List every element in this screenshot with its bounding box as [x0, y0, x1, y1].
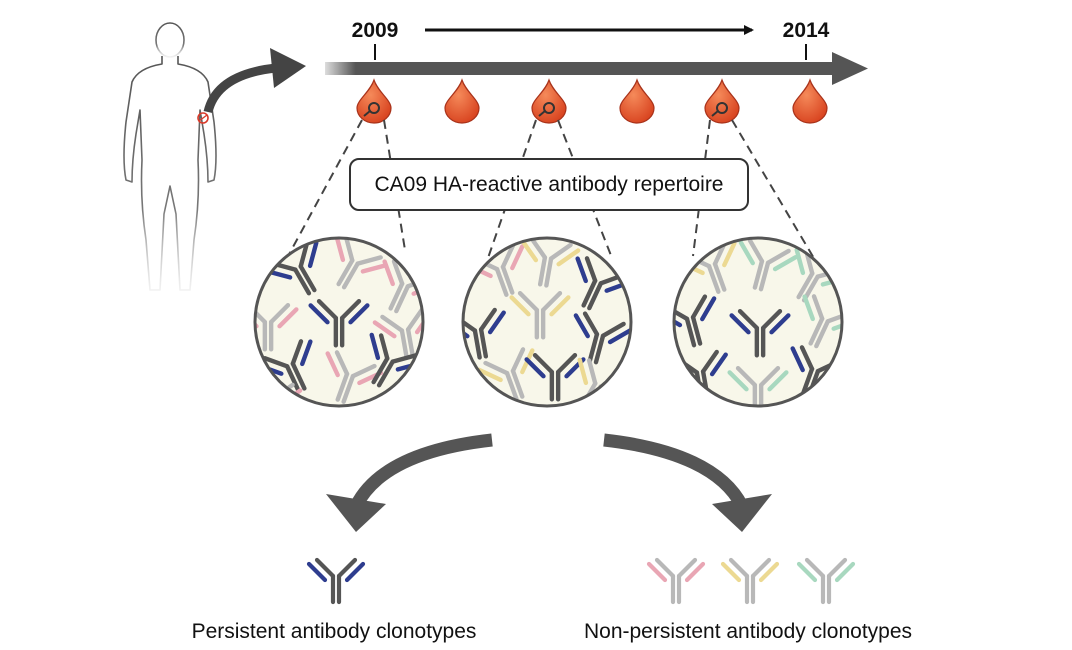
antibody-icon: [255, 375, 303, 406]
blood-drop-icon: [619, 78, 655, 124]
antibody-icon: [372, 307, 423, 360]
antibody-icon: [796, 557, 856, 605]
persistent-label: Persistent antibody clonotypes: [192, 620, 477, 643]
antibody-icon: [575, 256, 631, 311]
magnifier-lens-icon: [253, 236, 425, 408]
blood-draws: [356, 78, 828, 124]
non-persistent-label: Non-persistent antibody clonotypes: [584, 620, 912, 643]
antibody-icon: [476, 347, 535, 401]
timeline-bar: [325, 62, 835, 75]
human-silhouette-icon: [123, 22, 217, 291]
antibody-icon: [509, 290, 571, 340]
outcome-antibodies: [306, 557, 856, 605]
timeline: 2009 2014: [325, 19, 868, 85]
antibody-icon: [325, 350, 384, 404]
timeline-arrowhead: [832, 52, 868, 85]
blood-drop-icon: [792, 78, 828, 124]
magnifier-lens-icon: [461, 236, 633, 408]
antibody-icon: [308, 298, 370, 348]
curved-arrow-icon: [326, 433, 493, 532]
antibody-icon: [573, 311, 631, 365]
antibody-icon: [334, 238, 389, 290]
curved-arrow-icon: [603, 433, 772, 532]
repertoire-box: CA09 HA-reactive antibody repertoire: [349, 158, 749, 211]
antibody-icon: [727, 365, 789, 406]
antibody-icon: [520, 238, 581, 288]
magnifier-lens-icon: [672, 236, 844, 408]
antibody-icon: [674, 294, 717, 348]
start-year-label: 2009: [352, 19, 399, 42]
curved-arrow-icon: [203, 48, 306, 114]
antibody-icon: [802, 294, 842, 349]
blood-drop-icon: [531, 78, 567, 124]
antibody-icon: [720, 557, 780, 605]
antibody-icon: [306, 557, 366, 605]
blood-drop-icon: [444, 78, 480, 124]
antibody-icon: [646, 557, 706, 605]
antibody-icon: [463, 307, 506, 360]
antibody-icon: [738, 238, 798, 292]
antibody-icon: [729, 308, 791, 358]
vein-site-icon: [197, 112, 209, 124]
blood-drop-icon: [704, 78, 740, 124]
blood-drop-icon: [356, 78, 392, 124]
repertoire-box-label: CA09 HA-reactive antibody repertoire: [374, 173, 723, 196]
end-year-label: 2014: [783, 19, 830, 42]
